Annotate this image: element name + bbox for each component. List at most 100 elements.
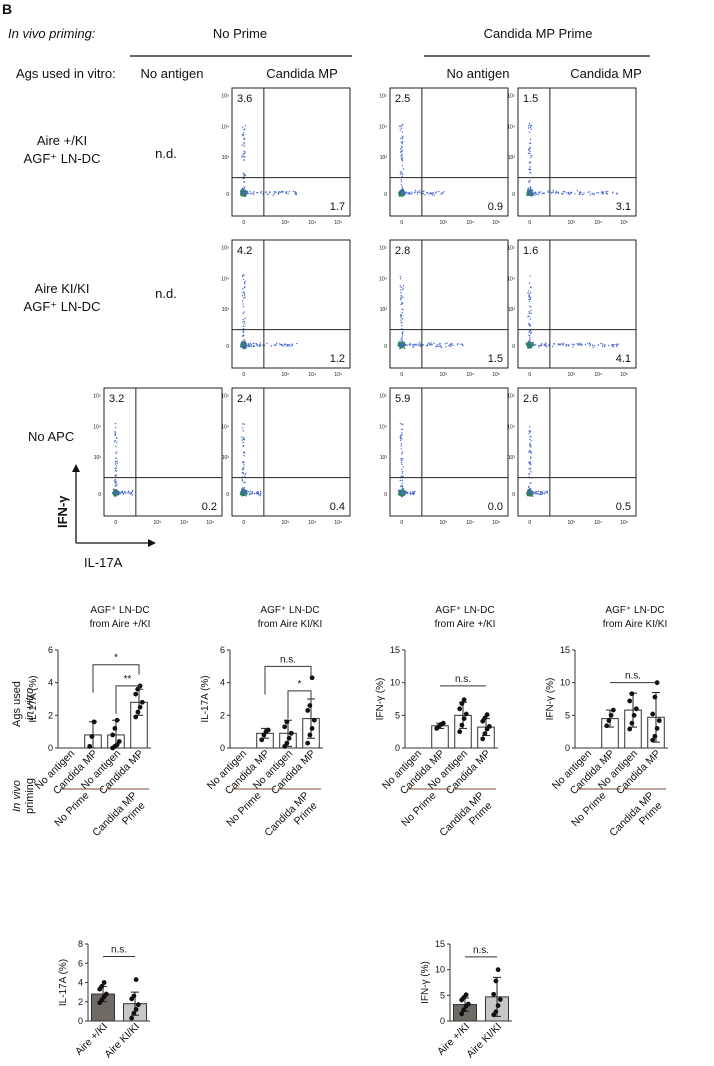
flow-dot bbox=[562, 193, 564, 195]
flow-dot bbox=[243, 320, 246, 323]
flow-dot bbox=[530, 309, 532, 312]
flow-dot bbox=[243, 195, 246, 197]
flow-tick-y: 10³ bbox=[222, 455, 230, 461]
flow-dot bbox=[400, 171, 402, 173]
flow-dot bbox=[241, 490, 243, 493]
y-axis-label: IL-17A (%) bbox=[58, 959, 69, 1006]
flow-dot bbox=[612, 191, 614, 193]
data-point bbox=[650, 737, 656, 743]
flow-dot bbox=[115, 457, 117, 459]
flow-dot bbox=[114, 439, 116, 442]
flow-dot bbox=[400, 448, 403, 450]
flow-dot bbox=[244, 151, 246, 153]
flow-dot bbox=[410, 492, 412, 495]
flow-dot bbox=[243, 345, 246, 348]
y-tick-label: 6 bbox=[220, 645, 225, 655]
flow-dot bbox=[612, 344, 614, 346]
flow-dot bbox=[114, 432, 116, 435]
flow-dot bbox=[259, 342, 261, 344]
flow-dot bbox=[534, 194, 536, 196]
flow-dot bbox=[115, 451, 118, 453]
data-point bbox=[610, 707, 616, 713]
data-point bbox=[633, 706, 639, 712]
flow-dot bbox=[403, 191, 406, 193]
flow-dot bbox=[401, 482, 403, 484]
flow-dot bbox=[540, 191, 542, 193]
flow-dot bbox=[295, 192, 297, 194]
flow-dot bbox=[529, 449, 531, 452]
flow-dot bbox=[399, 129, 401, 131]
flow-tick-y: 0 bbox=[512, 492, 515, 498]
y-tick-label: 15 bbox=[560, 645, 570, 655]
flow-dot bbox=[526, 193, 529, 196]
flow-dot bbox=[529, 296, 531, 299]
flow-dot bbox=[401, 158, 403, 160]
flow-dot bbox=[412, 346, 414, 348]
flow-dot bbox=[243, 283, 246, 285]
flow-dot bbox=[432, 192, 435, 194]
flow-tick-x: 0 bbox=[400, 372, 403, 378]
flow-dot bbox=[400, 435, 402, 437]
flow-dot bbox=[401, 160, 403, 162]
flow-dot bbox=[242, 288, 244, 290]
flow-dot bbox=[531, 342, 533, 345]
data-point bbox=[307, 703, 313, 708]
flow-dot bbox=[122, 493, 125, 495]
data-point bbox=[440, 720, 446, 726]
flow-dot bbox=[401, 149, 403, 151]
data-point bbox=[652, 694, 658, 700]
data-point bbox=[457, 729, 463, 735]
flow-dot bbox=[545, 491, 547, 493]
flow-dot bbox=[400, 337, 403, 340]
quadrant-upper-left-value: 5.9 bbox=[395, 393, 410, 405]
flow-dot bbox=[456, 344, 459, 346]
flow-dot bbox=[443, 191, 445, 193]
flow-dot bbox=[527, 187, 530, 189]
flow-dot bbox=[243, 181, 246, 184]
flow-dot bbox=[450, 345, 452, 347]
flow-tick-x: 10⁵ bbox=[492, 372, 500, 378]
flow-dot bbox=[605, 190, 607, 193]
data-point bbox=[286, 735, 292, 741]
flow-dot bbox=[115, 465, 118, 467]
flow-dot bbox=[536, 491, 538, 493]
flow-dot bbox=[250, 344, 253, 347]
data-point bbox=[629, 691, 635, 697]
flow-dot bbox=[420, 345, 422, 347]
data-point bbox=[259, 737, 265, 743]
flow-dot bbox=[257, 345, 259, 347]
flow-dot bbox=[572, 344, 575, 346]
flow-dot bbox=[617, 343, 619, 346]
quadrant-upper-left-value: 2.8 bbox=[395, 245, 410, 257]
y-tick-label: 5 bbox=[565, 710, 570, 720]
flow-dot bbox=[553, 343, 555, 345]
flow-dot bbox=[117, 491, 119, 493]
flow-dot bbox=[530, 491, 532, 493]
data-point bbox=[627, 698, 633, 704]
significance-bracket bbox=[287, 690, 312, 719]
flow-dot bbox=[536, 493, 538, 495]
flow-dot bbox=[431, 343, 433, 346]
flow-dot bbox=[616, 192, 618, 194]
flow-dot bbox=[241, 439, 243, 441]
data-point bbox=[480, 736, 486, 742]
flow-plot-frame bbox=[517, 239, 637, 369]
flow-dot bbox=[411, 491, 414, 493]
flow-dot bbox=[246, 492, 248, 495]
flow-dot bbox=[114, 431, 116, 433]
quadrant-upper-left-value: 2.5 bbox=[395, 93, 410, 105]
flow-dot bbox=[397, 341, 400, 344]
flow-dot bbox=[529, 335, 531, 337]
flow-dot bbox=[275, 344, 277, 347]
flow-dot bbox=[294, 191, 296, 193]
chart-title-line: from Aire +/KI bbox=[90, 619, 151, 630]
flow-tick-x: 10⁵ bbox=[334, 220, 342, 226]
quadrant-lower-right-value: 0.0 bbox=[488, 501, 503, 513]
flow-dot bbox=[242, 331, 245, 333]
quadrant-upper-left-value: 1.5 bbox=[523, 93, 538, 105]
flow-tick-y: 0 bbox=[384, 192, 387, 198]
flow-dot bbox=[527, 292, 529, 294]
